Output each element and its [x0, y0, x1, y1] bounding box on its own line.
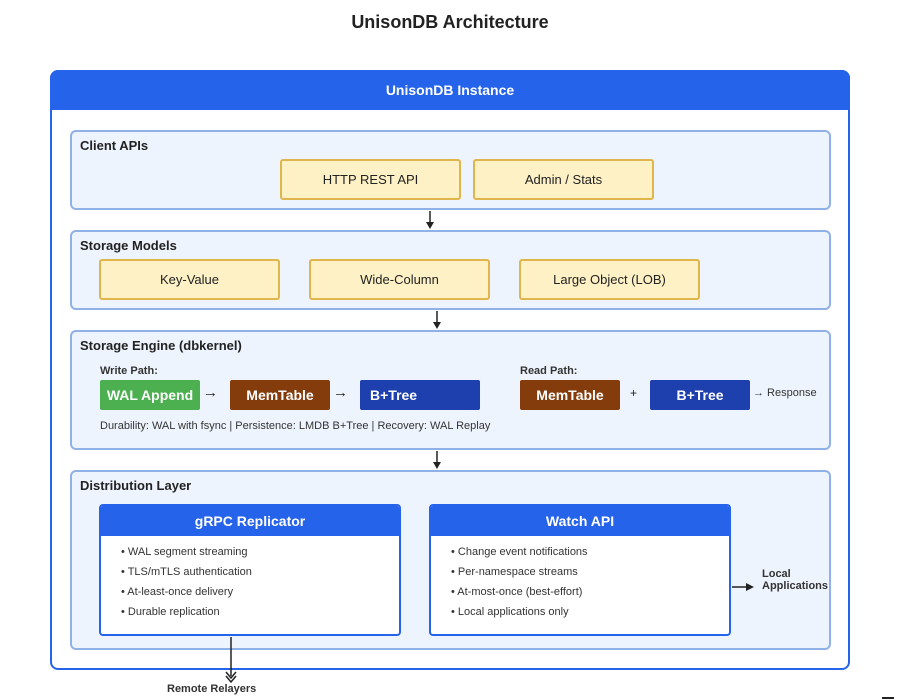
key-value-box: Key-Value [99, 259, 280, 300]
corner-mark [882, 697, 894, 699]
diagram-title: UnisonDB Architecture [351, 12, 549, 32]
read-plus: + [630, 386, 638, 400]
remote-relayers-label: Remote Relayers [167, 683, 257, 695]
durability-note: Durability: WAL with fsync | Persistence… [100, 420, 491, 432]
watch-api-title: Watch API [431, 506, 729, 536]
storage-engine-title: Storage Engine (dbkernel) [80, 338, 242, 353]
wide-column-box: Wide-Column [309, 259, 490, 300]
watch-api-card: Watch API • Change event notifications •… [429, 504, 731, 636]
storage-models-title: Storage Models [80, 238, 177, 253]
read-btree-step: B+Tree [650, 380, 750, 410]
write-memtable-step: MemTable [230, 380, 330, 410]
client-apis-title: Client APIs [80, 138, 149, 153]
grpc-replicator-list: • WAL segment streaming • TLS/mTLS authe… [101, 536, 399, 622]
write-btree-step: B+Tree [360, 380, 480, 410]
instance-header: UnisonDB Instance [50, 70, 850, 110]
list-item: • Durable replication [121, 606, 220, 618]
local-label-line2: Applications [762, 580, 829, 592]
list-item: • At-least-once delivery [121, 586, 234, 598]
list-item: • Per-namespace streams [451, 566, 578, 578]
wal-append-step: WAL Append [100, 380, 200, 410]
admin-stats-box: Admin / Stats [473, 159, 654, 200]
read-memtable-step: MemTable [520, 380, 620, 410]
local-label-line1: Local [762, 568, 791, 580]
distribution-title: Distribution Layer [80, 478, 192, 493]
list-item: • At-most-once (best-effort) [451, 586, 583, 598]
large-object-box: Large Object (LOB) [519, 259, 700, 300]
read-response-label: → Response [753, 387, 817, 399]
grpc-replicator-card: gRPC Replicator • WAL segment streaming … [99, 504, 401, 636]
write-path-label: Write Path: [100, 365, 158, 377]
write-arrow-2: → [333, 384, 348, 401]
http-rest-api-box: HTTP REST API [280, 159, 461, 200]
list-item: • TLS/mTLS authentication [121, 566, 252, 578]
list-item: • WAL segment streaming [121, 546, 248, 558]
list-item: • Local applications only [451, 606, 569, 618]
watch-api-list: • Change event notifications • Per-names… [431, 536, 729, 622]
read-path-label: Read Path: [520, 365, 578, 377]
write-arrow-1: → [203, 384, 218, 401]
list-item: • Change event notifications [451, 546, 588, 558]
grpc-replicator-title: gRPC Replicator [101, 506, 399, 536]
